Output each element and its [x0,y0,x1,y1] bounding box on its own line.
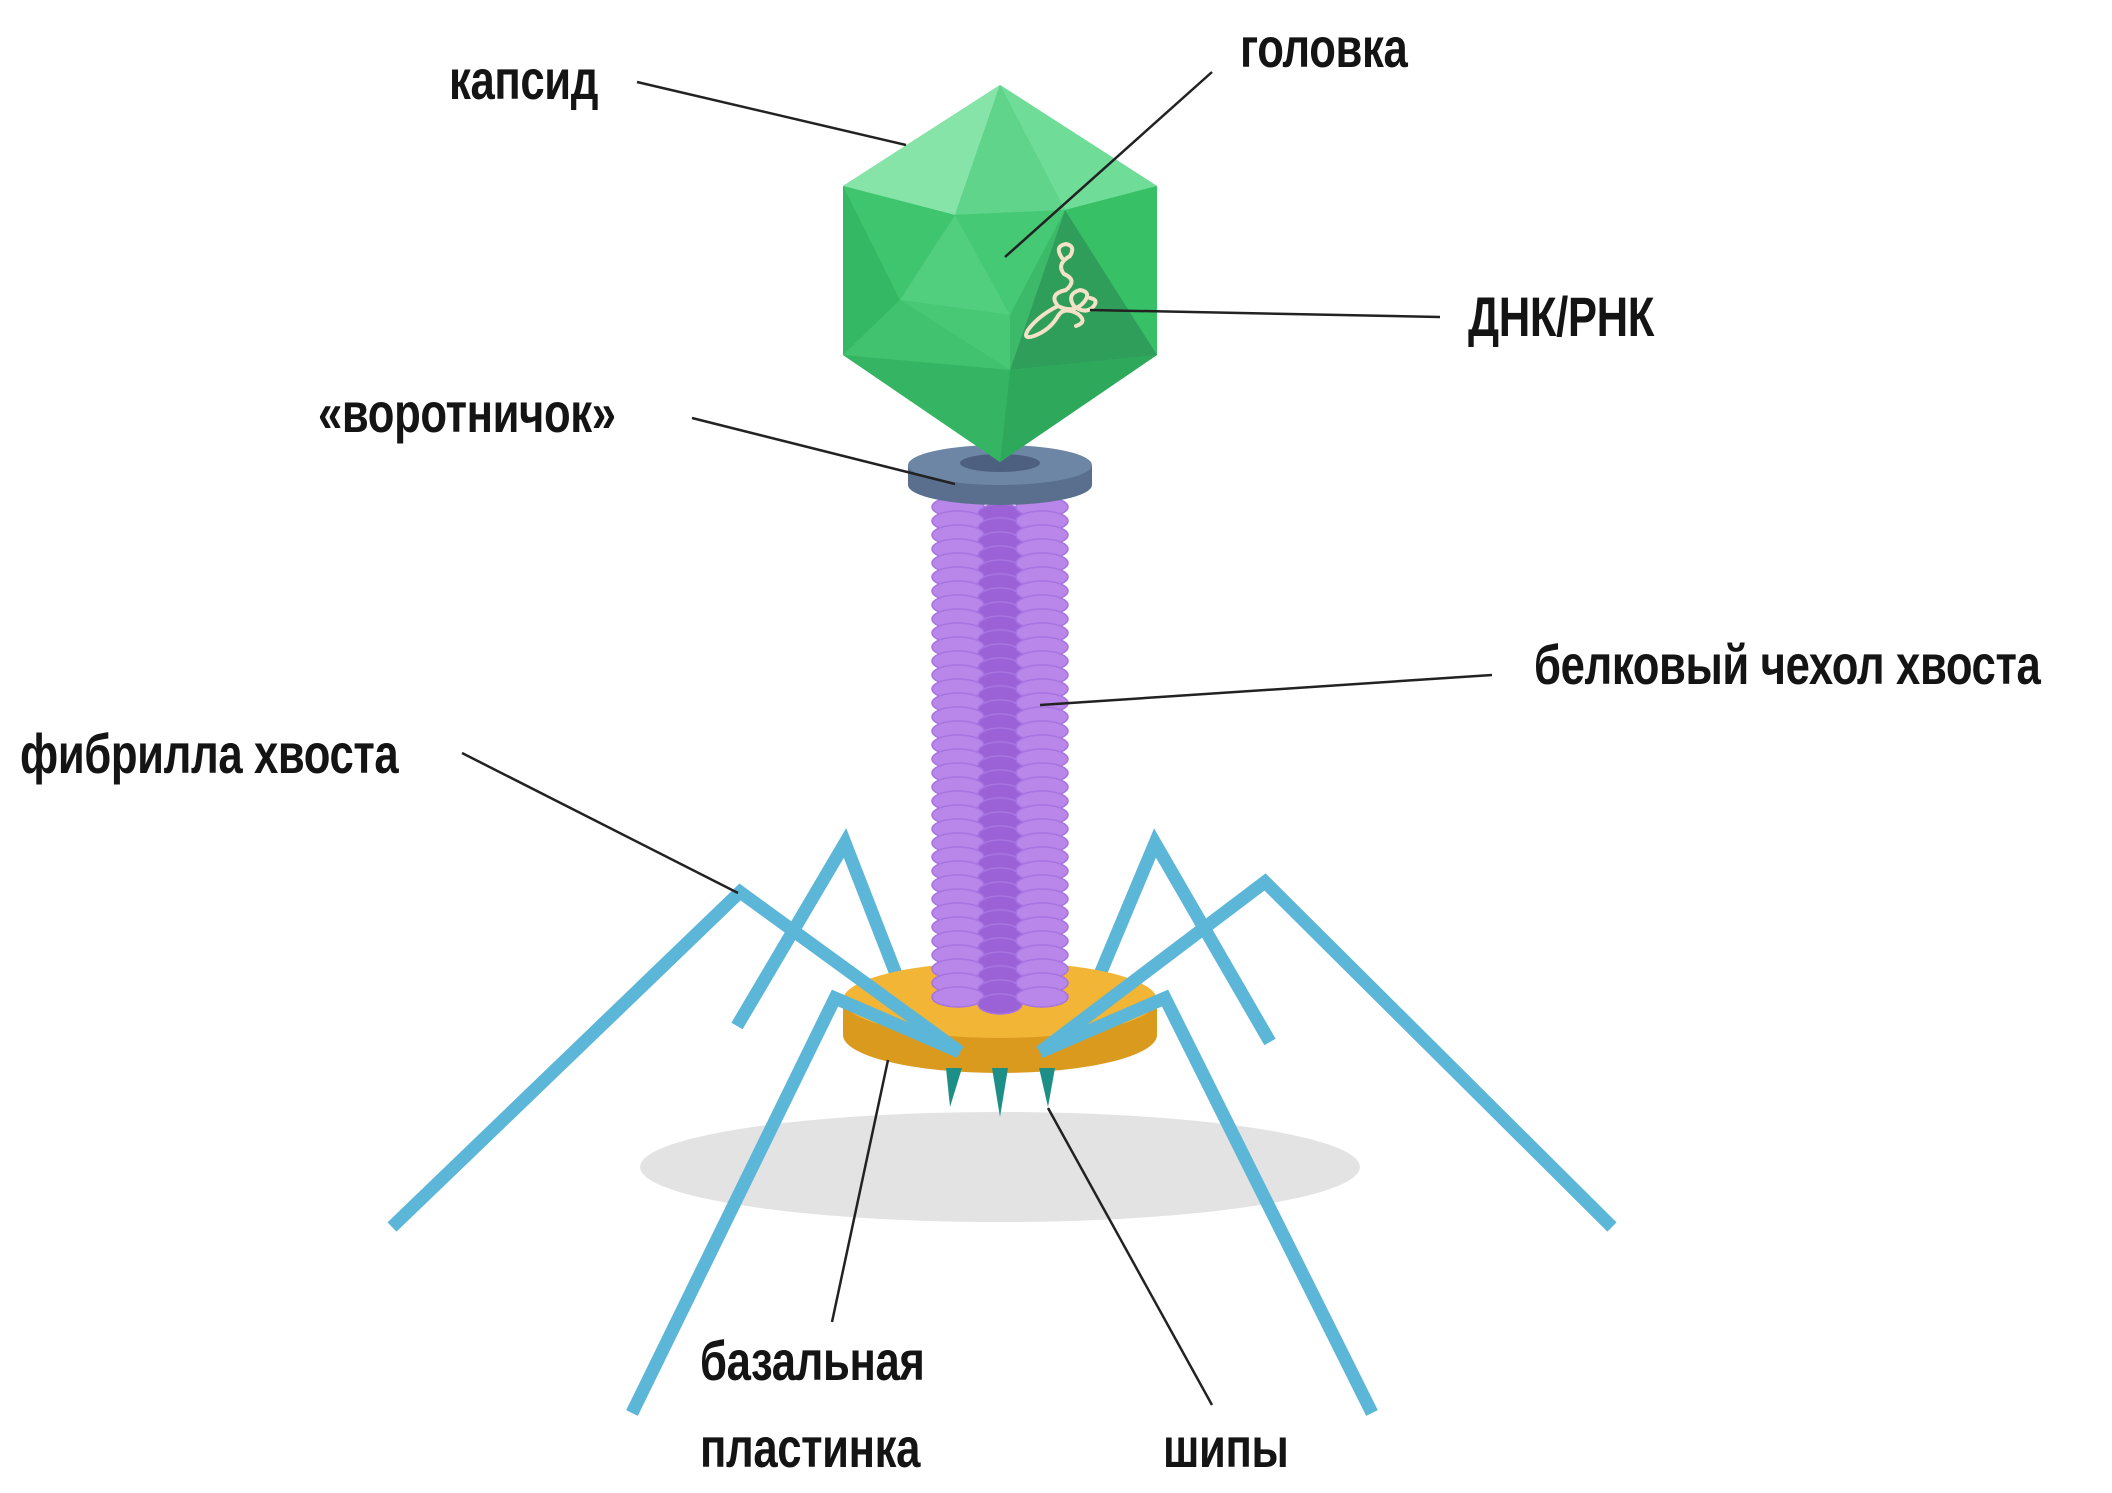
leader-tail-fiber [462,753,738,893]
spike [1039,1068,1055,1107]
sheath-bead [1016,987,1068,1007]
label-baseplate-line2: пластинка [700,1420,920,1476]
label-baseplate-line1: базальная [700,1333,924,1389]
spikes [946,1068,1055,1117]
capsid-facet [843,355,1010,462]
label-collar: «воротничок» [318,385,616,441]
leader-capsid [637,82,906,145]
label-head: головка [1240,20,1407,76]
label-spikes: шипы [1163,1420,1288,1476]
spike [946,1068,962,1107]
leader-sheath [1040,675,1492,705]
label-capsid: капсид [449,52,598,108]
label-tail-sheath: белковый чехол хвоста [1534,637,2040,693]
tail-sheath [932,497,1068,1014]
leader-collar [692,418,955,484]
spike [992,1068,1008,1117]
label-dna-rna: ДНК/РНК [1468,289,1654,345]
label-tail-fiber: фибрилла хвоста [20,726,398,782]
sheath-bead [932,987,984,1007]
